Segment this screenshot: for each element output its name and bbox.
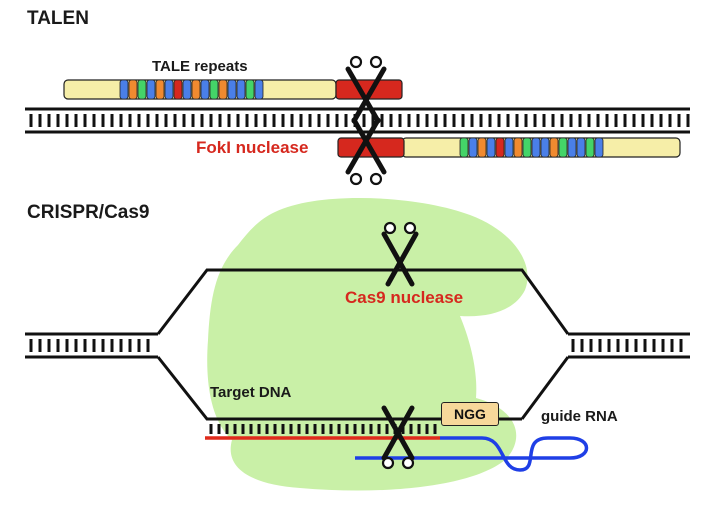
scissors-icon — [381, 221, 419, 287]
scissors-icon — [345, 55, 387, 124]
tale-repeat-unit — [182, 79, 192, 100]
tale-repeat-unit — [173, 79, 183, 100]
tale-repeat-unit — [477, 137, 487, 158]
tale-repeat-unit — [585, 137, 595, 158]
target-dna-label: Target DNA — [210, 384, 292, 401]
crispr-dna-right-duplex — [568, 332, 690, 359]
tale-repeat-unit — [531, 137, 541, 158]
crispr-title: CRISPR/Cas9 — [27, 202, 150, 223]
cas9-nuclease-label: Cas9 nuclease — [345, 288, 464, 307]
tale-repeat-unit — [155, 79, 165, 100]
crispr-dna-left-duplex — [25, 332, 158, 359]
tale-repeats-label: TALE repeats — [152, 58, 248, 75]
tale-repeat-unit — [191, 79, 201, 100]
pam-ngg-box: NGG — [441, 402, 499, 426]
tale-repeat-unit — [227, 79, 237, 100]
tale-repeat-unit — [137, 79, 147, 100]
tale-repeat-unit — [468, 137, 478, 158]
tale-repeat-unit — [254, 79, 264, 100]
tale-repeat-unit — [576, 137, 586, 158]
tale-repeat-unit — [119, 79, 129, 100]
tale-repeat-unit — [522, 137, 532, 158]
tale-repeat-unit — [245, 79, 255, 100]
tale-repeat-unit — [209, 79, 219, 100]
foki-nuclease-label: FokI nuclease — [196, 138, 309, 157]
tale-repeat-unit — [200, 79, 210, 100]
tale-repeat-unit — [558, 137, 568, 158]
dna-top-strand — [156, 268, 570, 335]
talen-title: TALEN — [27, 8, 89, 29]
scissors-icon — [381, 405, 415, 470]
talen-right-protein — [337, 137, 681, 158]
cas9-protein-blob — [207, 197, 528, 491]
tale-repeat-unit — [567, 137, 577, 158]
tale-repeat-unit — [504, 137, 514, 158]
tale-repeat-unit — [128, 79, 138, 100]
tale-repeat-unit — [486, 137, 496, 158]
tale-repeat-unit — [236, 79, 246, 100]
tale-repeat-unit — [218, 79, 228, 100]
tale-repeat-unit — [513, 137, 523, 158]
dna-bottom-strand — [156, 356, 440, 421]
tale-repeat-unit — [164, 79, 174, 100]
dna-bottom-strand-right — [520, 356, 570, 420]
scissors-icon — [345, 117, 387, 186]
tale-repeat-unit — [495, 137, 505, 158]
guide-rna-label: guide RNA — [541, 408, 618, 425]
tale-repeat-unit — [459, 137, 469, 158]
tale-repeat-unit — [549, 137, 559, 158]
talen-left-protein — [63, 79, 403, 100]
guide-rna-strand — [355, 436, 589, 472]
tale-repeat-unit — [146, 79, 156, 100]
tale-repeat-unit — [540, 137, 550, 158]
tale-repeat-unit — [594, 137, 604, 158]
